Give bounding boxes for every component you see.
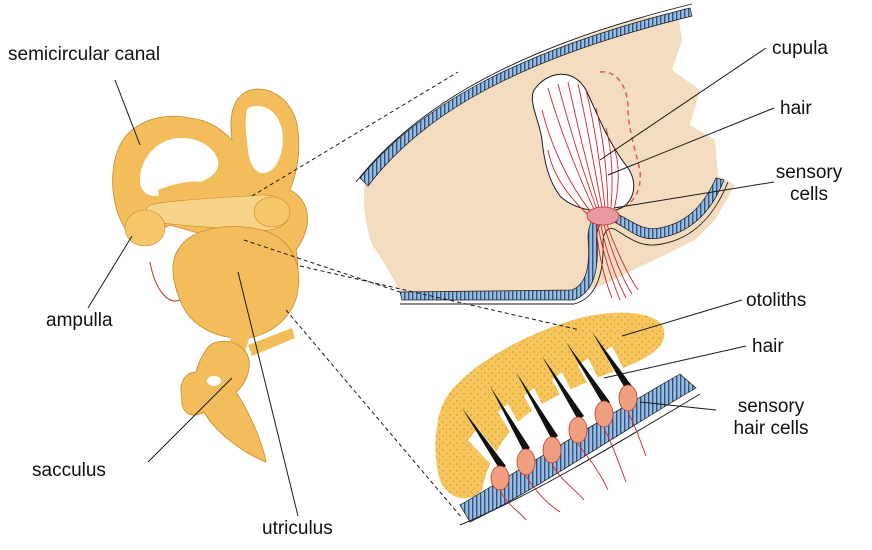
- label-otoliths: otoliths: [746, 290, 806, 312]
- label-sensory-hair-cells-line2: hair cells: [716, 418, 826, 440]
- label-cupula: cupula: [772, 38, 828, 60]
- label-utriculus: utriculus: [262, 518, 333, 540]
- label-sensory-hair-cells: sensory hair cells: [716, 396, 826, 440]
- crista-sensory-cells: [587, 207, 619, 225]
- label-hair-otolith: hair: [752, 336, 784, 358]
- label-sensory-hair-cells-line1: sensory: [716, 396, 826, 418]
- label-sensory-cells: sensory cells: [774, 162, 844, 206]
- label-sacculus: sacculus: [32, 460, 106, 482]
- label-semicircular-canal: semicircular canal: [8, 44, 160, 66]
- labyrinth-organ: [113, 89, 308, 462]
- ampulla-crista-cross-section: [356, 4, 735, 304]
- label-sensory-cells-line2: cells: [774, 184, 844, 206]
- label-hair-cupula: hair: [780, 98, 812, 120]
- label-sensory-cells-line1: sensory: [774, 162, 844, 184]
- label-ampulla: ampulla: [46, 310, 113, 332]
- macula-cross-section: [436, 313, 701, 525]
